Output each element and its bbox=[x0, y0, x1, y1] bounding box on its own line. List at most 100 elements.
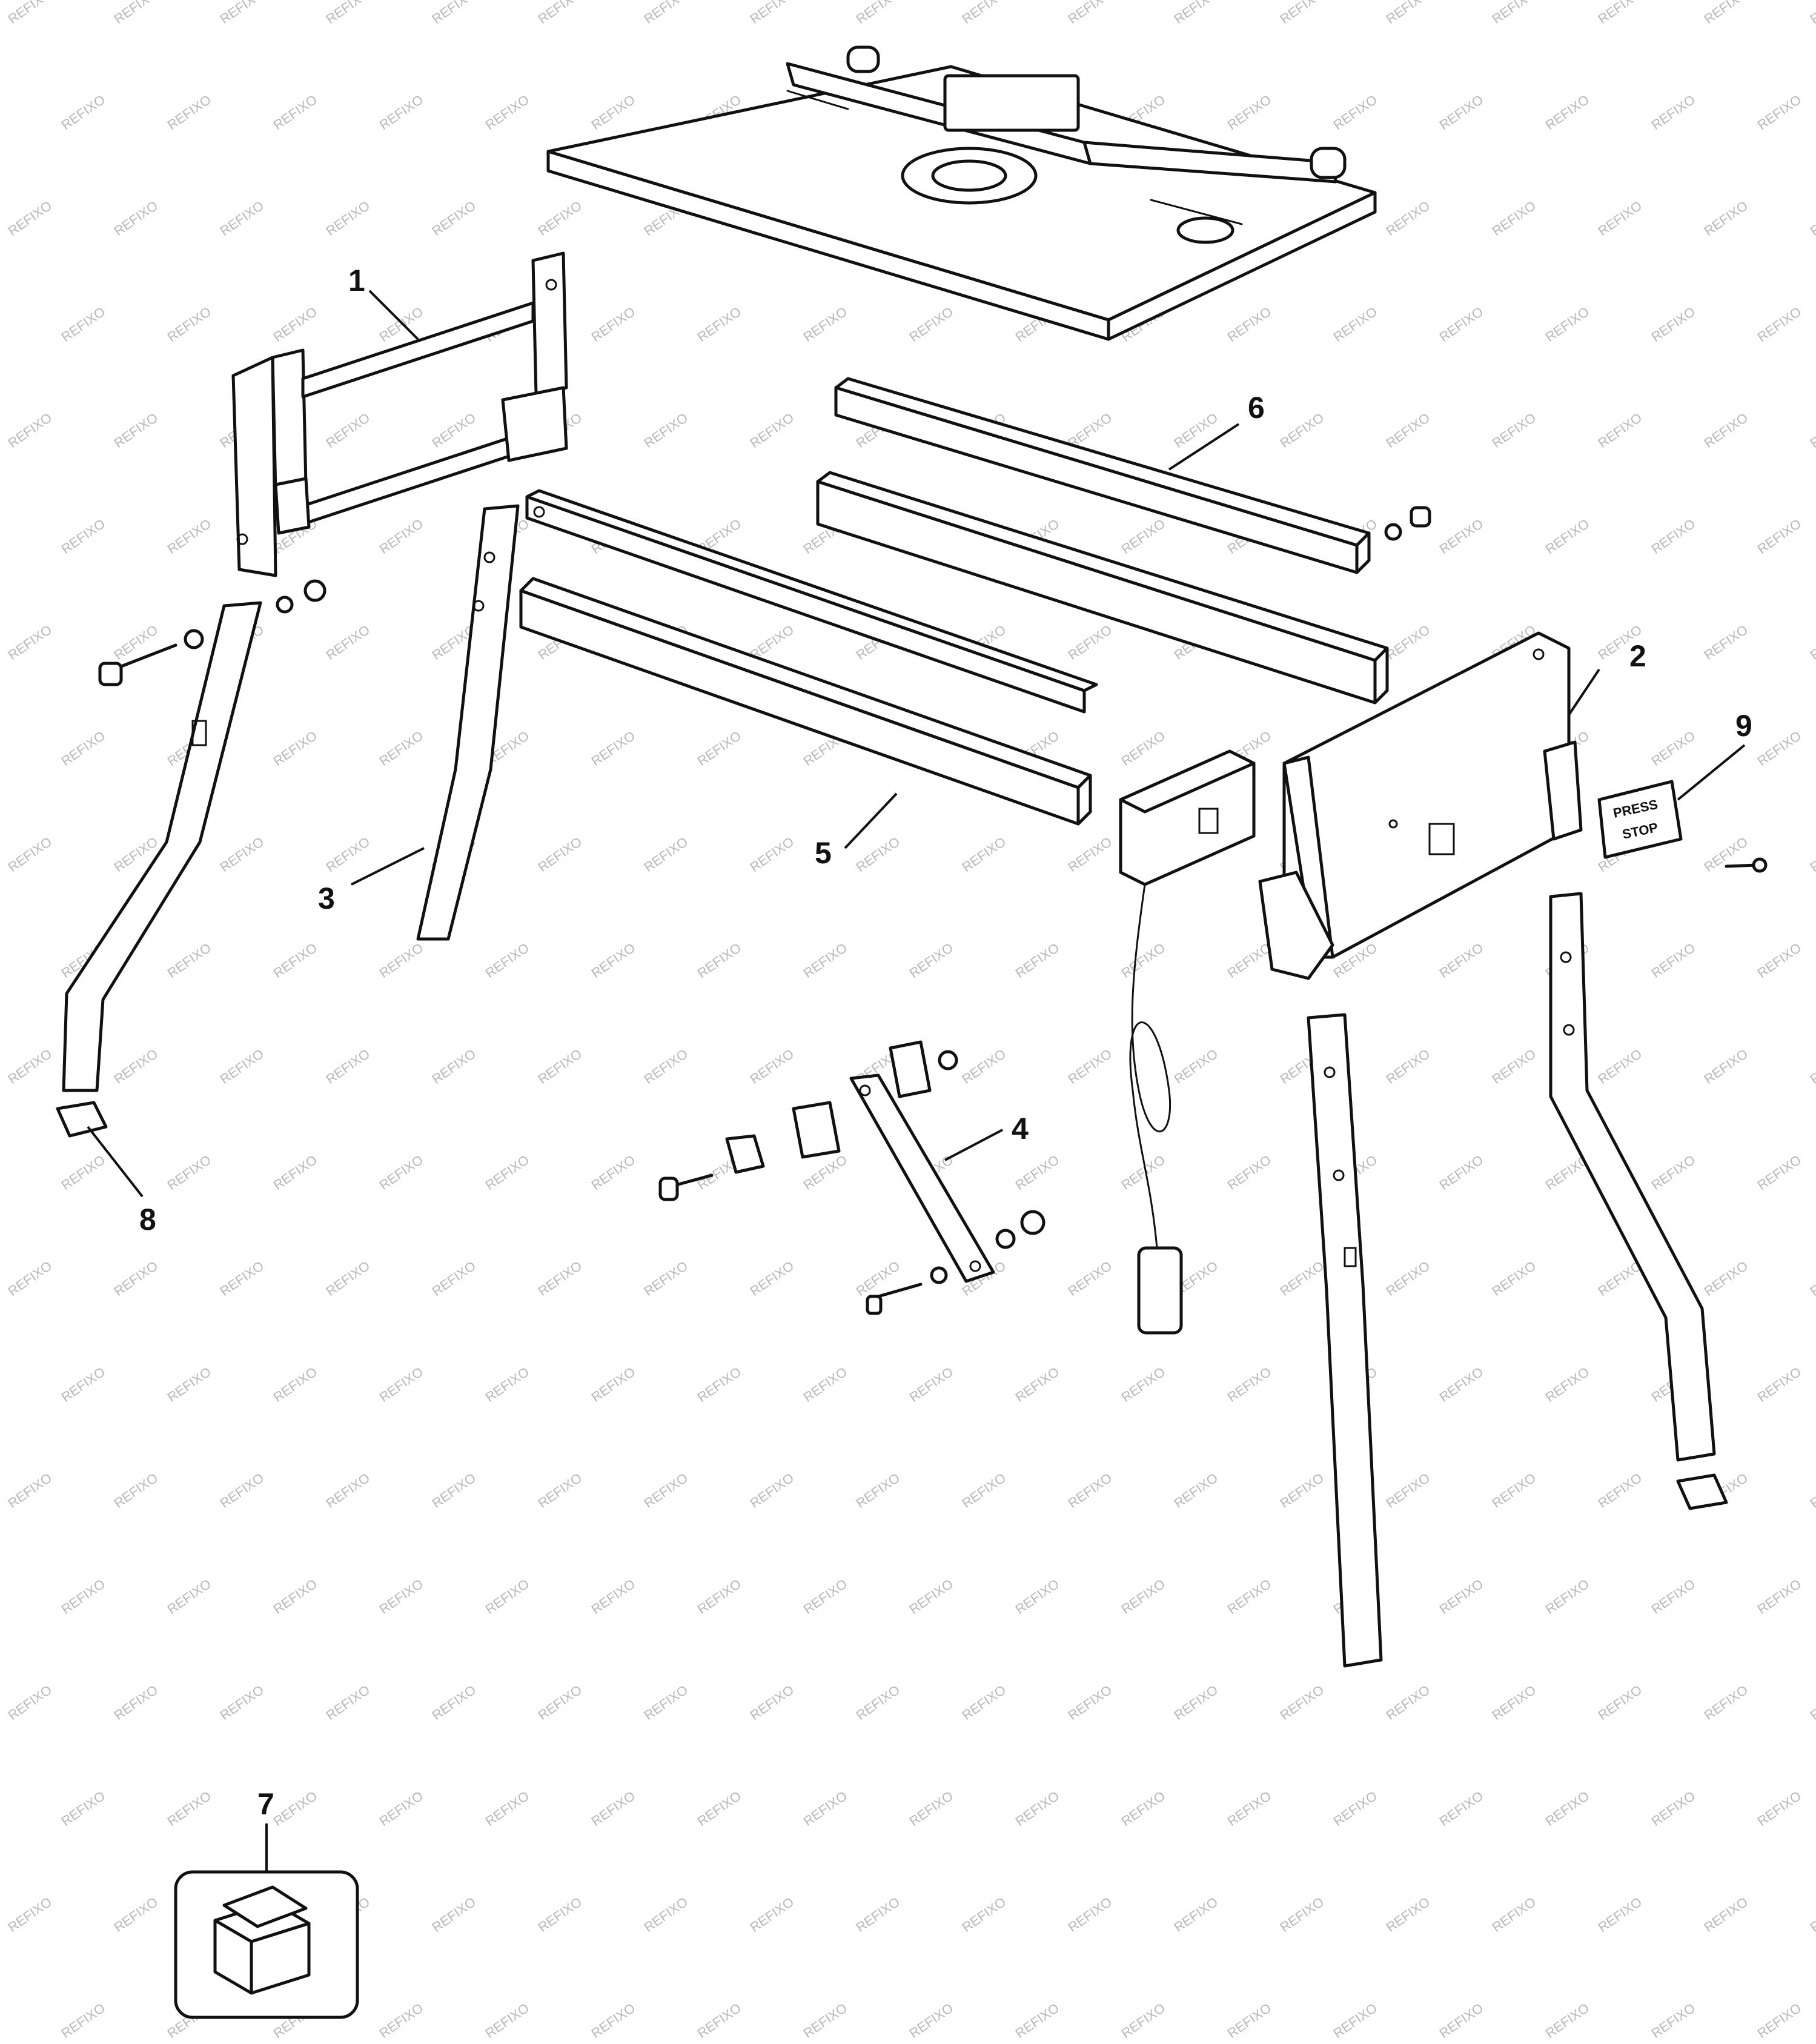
callout-3: 3 bbox=[318, 881, 335, 915]
watermark-text: REFIXO bbox=[801, 2000, 850, 2041]
watermark-text: REFIXO bbox=[5, 410, 55, 451]
watermark-text: REFIXO bbox=[483, 92, 532, 133]
watermark-text: REFIXO bbox=[1649, 304, 1698, 345]
watermark-text: REFIXO bbox=[641, 834, 691, 875]
watermark-text: REFIXO bbox=[1490, 1258, 1539, 1299]
watermark-text: REFIXO bbox=[1596, 410, 1645, 451]
watermark-text: REFIXO bbox=[111, 1470, 161, 1511]
watermark-text: REFIXO bbox=[1119, 1788, 1168, 1829]
watermark-text: REFIXO bbox=[1013, 940, 1062, 981]
watermark-text: REFIXO bbox=[271, 1788, 320, 1829]
watermark-text: REFIXO bbox=[907, 304, 956, 345]
watermark-text: REFIXO bbox=[1649, 2000, 1698, 2041]
watermark-text: REFIXO bbox=[1384, 410, 1433, 451]
watermark-text: REFIXO bbox=[1065, 622, 1115, 663]
watermark-text: REFIXO bbox=[1702, 0, 1751, 27]
watermark-text: REFIXO bbox=[747, 1682, 797, 1723]
watermark-text: REFIXO bbox=[271, 1152, 320, 1193]
watermark-text: REFIXO bbox=[1755, 304, 1804, 345]
watermark-text: REFIXO bbox=[271, 940, 320, 981]
watermark-text: REFIXO bbox=[535, 198, 585, 239]
watermark-text: REFIXO bbox=[1755, 1788, 1804, 1829]
watermark-text: REFIXO bbox=[165, 1788, 214, 1829]
watermark-text: REFIXO bbox=[1384, 1258, 1433, 1299]
watermark-text: REFIXO bbox=[1490, 1470, 1539, 1511]
watermark-text: REFIXO bbox=[111, 1258, 161, 1299]
watermark-text: REFIXO bbox=[641, 1046, 691, 1087]
watermark-text: REFIXO bbox=[1437, 1364, 1486, 1405]
side-rail-upper bbox=[834, 377, 1371, 574]
watermark-text: REFIXO bbox=[1331, 92, 1380, 133]
watermark-layer: REFIXO REFIXO REFIXO REFIXO REFIXO REFIXO REFI… bbox=[5, 0, 1816, 2041]
watermark-text: REFIXO bbox=[483, 2000, 532, 2041]
watermark-text: REFIXO bbox=[323, 1046, 373, 1087]
watermark-text: REFIXO bbox=[1755, 940, 1804, 981]
watermark-text: REFIXO bbox=[1490, 198, 1539, 239]
watermark-text: REFIXO bbox=[1225, 1788, 1274, 1829]
watermark-text: REFIXO bbox=[589, 1576, 638, 1617]
watermark-text: REFIXO bbox=[1277, 0, 1327, 27]
watermark-text: REFIXO bbox=[1225, 1576, 1274, 1617]
watermark-text: REFIXO bbox=[1490, 1682, 1539, 1723]
watermark-text: REFIXO bbox=[959, 1470, 1009, 1511]
watermark-text: REFIXO bbox=[535, 834, 585, 875]
watermark-text: REFIXO bbox=[377, 1364, 426, 1405]
watermark-text: REFIXO bbox=[1543, 1364, 1592, 1405]
watermark-text: REFIXO bbox=[853, 1682, 903, 1723]
watermark-text: REFIXO bbox=[535, 1470, 585, 1511]
callout-5: 5 bbox=[815, 836, 832, 870]
watermark-text: REFIXO bbox=[1437, 940, 1486, 981]
watermark-text: REFIXO bbox=[5, 1894, 55, 1935]
watermark-text: REFIXO bbox=[429, 1046, 479, 1087]
watermark-text: REFIXO bbox=[641, 0, 691, 27]
watermark-text: REFIXO bbox=[1490, 410, 1539, 451]
watermark-text: REFIXO bbox=[165, 516, 214, 557]
watermark-text: REFIXO bbox=[429, 410, 479, 451]
watermark-text: REFIXO bbox=[1013, 1788, 1062, 1829]
watermark-text: REFIXO bbox=[1490, 0, 1539, 27]
watermark-text: REFIXO bbox=[1702, 410, 1751, 451]
watermark-text: REFIXO bbox=[747, 1470, 797, 1511]
watermark-text: REFIXO bbox=[1384, 1470, 1433, 1511]
watermark-text: REFIXO bbox=[1384, 198, 1433, 239]
watermark-text: REFIXO bbox=[1755, 516, 1804, 557]
watermark-text: REFIXO bbox=[535, 1258, 585, 1299]
watermark-text: REFIXO bbox=[59, 1152, 108, 1193]
watermark-text: REFIXO bbox=[323, 1682, 373, 1723]
watermark-text: REFIXO bbox=[217, 198, 267, 239]
watermark-text: REFIXO bbox=[1543, 92, 1592, 133]
watermark-text: REFIXO bbox=[217, 1258, 267, 1299]
watermark-text: REFIXO bbox=[377, 516, 426, 557]
watermark-text: REFIXO bbox=[377, 940, 426, 981]
watermark-text: REFIXO bbox=[747, 834, 797, 875]
right-fasteners bbox=[1384, 506, 1768, 873]
watermark-text: REFIXO bbox=[1013, 1152, 1062, 1193]
watermark-text: REFIXO bbox=[111, 1046, 161, 1087]
watermark-text: REFIXO bbox=[853, 0, 903, 27]
callout-2: 2 bbox=[1629, 639, 1646, 673]
watermark-text: REFIXO bbox=[959, 1894, 1009, 1935]
watermark-text: REFIXO bbox=[641, 410, 691, 451]
watermark-text: REFIXO bbox=[1119, 1364, 1168, 1405]
watermark-text: REFIXO bbox=[1596, 1470, 1645, 1511]
watermark-text: REFIXO bbox=[1277, 410, 1327, 451]
watermark-text: REFIXO bbox=[1755, 1152, 1804, 1193]
watermark-text: REFIXO bbox=[801, 1788, 850, 1829]
watermark-text: REFIXO bbox=[1808, 410, 1816, 451]
watermark-text: REFIXO bbox=[1649, 1152, 1698, 1193]
watermark-text: REFIXO bbox=[59, 1364, 108, 1405]
watermark-text: REFIXO bbox=[801, 1576, 850, 1617]
watermark-text: REFIXO bbox=[1437, 1576, 1486, 1617]
watermark-text: REFIXO bbox=[1808, 0, 1816, 27]
watermark-text: REFIXO bbox=[535, 1046, 585, 1087]
watermark-text: REFIXO bbox=[59, 516, 108, 557]
packaging-box-icon bbox=[174, 1870, 359, 2019]
leader-lines bbox=[87, 290, 1746, 1872]
watermark-text: REFIXO bbox=[959, 0, 1009, 27]
watermark-text: REFIXO bbox=[1065, 1046, 1115, 1087]
watermark-text: REFIXO bbox=[429, 1682, 479, 1723]
watermark-text: REFIXO bbox=[801, 1364, 850, 1405]
watermark-text: REFIXO bbox=[695, 1364, 744, 1405]
watermark-text: REFIXO bbox=[1225, 1152, 1274, 1193]
watermark-text: REFIXO bbox=[959, 1046, 1009, 1087]
